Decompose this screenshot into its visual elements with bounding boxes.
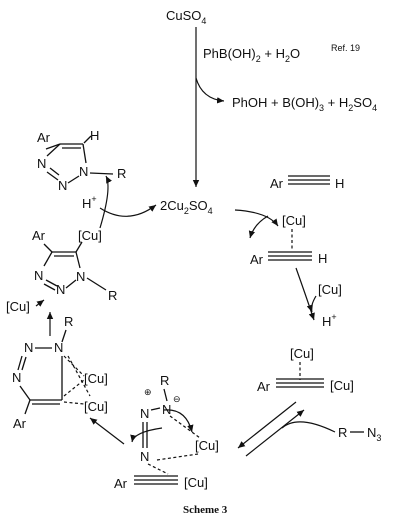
svg-text:H: H	[318, 251, 327, 266]
svg-text:H: H	[335, 176, 344, 191]
svg-text:Ar: Ar	[270, 176, 284, 191]
copper-triazolide: Ar [Cu] N N N R	[32, 228, 117, 303]
svg-text:[Cu]: [Cu]	[282, 213, 306, 228]
triazole-product: Ar H N N N R	[37, 128, 126, 193]
svg-text:Ar: Ar	[32, 228, 46, 243]
svg-text:R: R	[117, 166, 126, 181]
svg-text:N: N	[12, 370, 21, 385]
svg-text:N: N	[79, 164, 88, 179]
svg-text:R: R	[338, 425, 347, 440]
product-release-arrow	[99, 175, 112, 229]
deprotonation-arrow	[295, 267, 315, 321]
svg-text:[Cu]: [Cu]	[195, 438, 219, 453]
byproduct-arrow	[195, 77, 225, 104]
reference-label: Ref. 19	[331, 43, 360, 53]
svg-text:R: R	[64, 314, 73, 329]
svg-text:Ar: Ar	[257, 379, 271, 394]
cu-release-arrow	[35, 299, 45, 307]
svg-text:N: N	[140, 406, 149, 421]
phenylboronic-reagent: PhB(OH)2 + H2O	[203, 46, 300, 64]
svg-text:N3: N3	[367, 425, 381, 443]
electron-push-arrow-1	[130, 427, 163, 443]
svg-text:[Cu]: [Cu]	[184, 475, 208, 490]
svg-text:R: R	[108, 288, 117, 303]
copper-metallacycle: R N N N Ar [Cu] [Cu]	[12, 314, 108, 431]
svg-text:N: N	[76, 269, 85, 284]
electron-push-arrow-2	[163, 409, 194, 433]
svg-text:Ar: Ar	[114, 476, 128, 491]
svg-text:⊖: ⊖	[173, 394, 181, 404]
alkyne-reagent: Ar H	[270, 175, 344, 191]
svg-text:N: N	[54, 340, 63, 355]
released-cu-label: [Cu]	[6, 299, 30, 314]
svg-text:N: N	[58, 178, 67, 193]
cyclization-arrow	[89, 417, 125, 445]
proton-right-label: H+	[322, 312, 337, 329]
cu2so4-label: 2Cu2SO4	[160, 198, 213, 216]
cu-added-label: [Cu]	[318, 282, 342, 297]
cu-coord-arrow	[248, 215, 269, 239]
svg-text:Ar: Ar	[37, 130, 51, 145]
svg-text:Ar: Ar	[250, 252, 264, 267]
svg-text:Ar: Ar	[13, 416, 27, 431]
svg-text:N: N	[56, 282, 65, 297]
equilibrium-back-arrow	[245, 409, 305, 457]
svg-text:N: N	[37, 156, 46, 171]
azide-reagent: R N3	[338, 425, 381, 443]
cu-added-arrow	[306, 295, 317, 313]
svg-text:N: N	[34, 268, 43, 283]
proton-left-label: H+	[82, 194, 97, 211]
svg-text:[Cu]: [Cu]	[78, 228, 102, 243]
svg-text:H: H	[90, 128, 99, 143]
svg-text:⊕: ⊕	[144, 387, 152, 397]
azide-acetylide-complex: R N ⊖ ⊕ N N [Cu] Ar [Cu]	[114, 373, 219, 491]
svg-text:N: N	[140, 449, 149, 464]
svg-text:N: N	[24, 340, 33, 355]
byproducts-label: PhOH + B(OH)3 + H2SO4	[232, 95, 377, 113]
copper-acetylide: [Cu] Ar [Cu]	[257, 346, 354, 394]
cuso4-label: CuSO4	[166, 8, 206, 26]
equilibrium-forward-arrow	[237, 401, 297, 449]
alkyne-coord-arrow	[234, 209, 279, 227]
azide-input-arrow	[281, 421, 336, 433]
scheme-caption: Scheme 3	[183, 504, 228, 516]
pi-complex: [Cu] Ar H	[250, 213, 327, 267]
proton-input-arrow	[99, 204, 157, 217]
svg-text:[Cu]: [Cu]	[330, 378, 354, 393]
svg-text:[Cu]: [Cu]	[290, 346, 314, 361]
svg-text:R: R	[160, 373, 169, 388]
svg-text:[Cu]: [Cu]	[84, 399, 108, 414]
svg-text:[Cu]: [Cu]	[84, 371, 108, 386]
